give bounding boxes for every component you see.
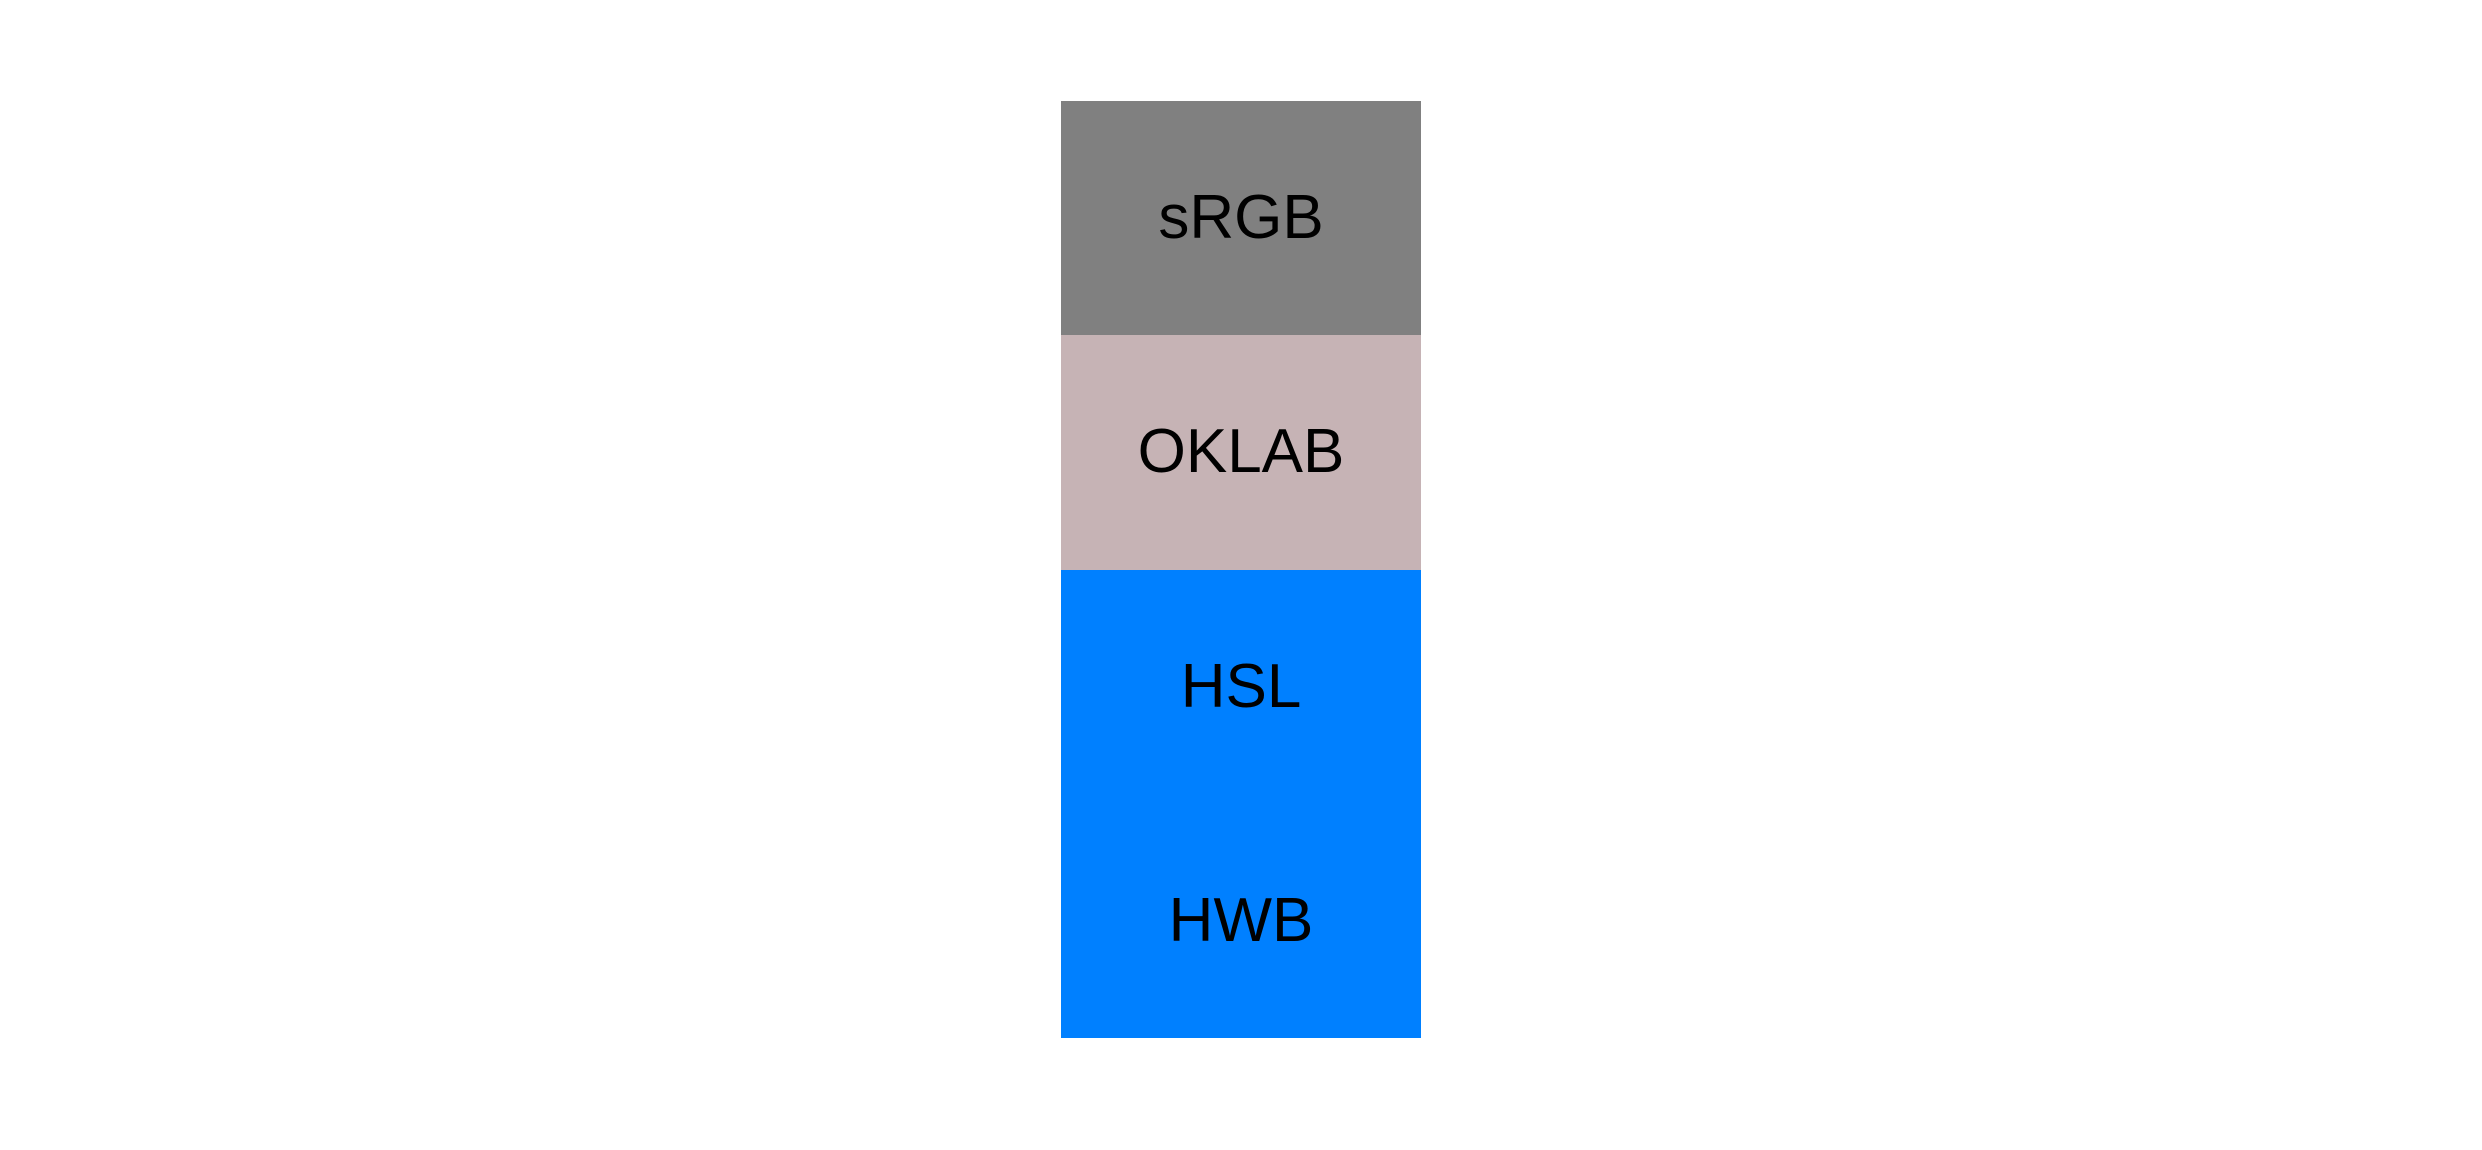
swatch-label-hwb: HWB <box>1168 885 1314 955</box>
swatch-label-oklab: OKLAB <box>1137 417 1345 487</box>
swatch-hsl: HSL <box>1061 569 1421 804</box>
swatch-label-srgb: sRGB <box>1158 183 1324 253</box>
swatch-oklab: OKLAB <box>1061 335 1421 570</box>
swatch-label-hsl: HSL <box>1180 651 1302 721</box>
color-swatch-stack: sRGB OKLAB HSL HWB <box>1061 101 1421 1038</box>
swatch-hwb: HWB <box>1061 803 1421 1038</box>
swatch-srgb: sRGB <box>1061 101 1421 336</box>
